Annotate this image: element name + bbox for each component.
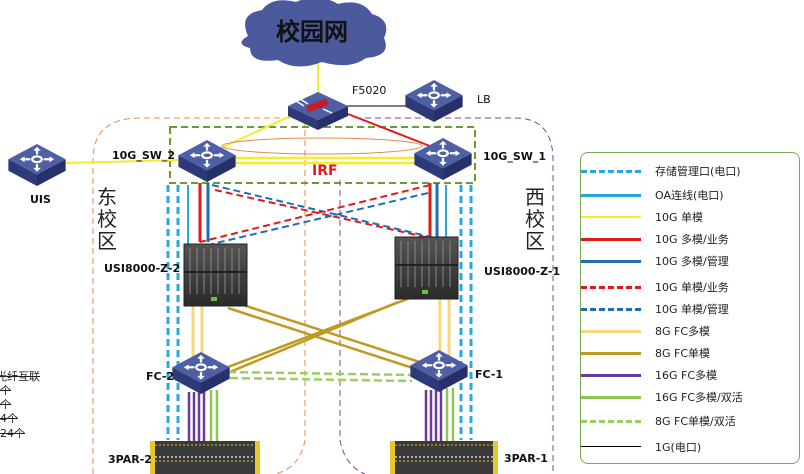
legend-label: 10G 单模/业务 (655, 281, 729, 294)
legend-line-swatch (581, 396, 641, 399)
legend-item: 16G FC多模/双活 (581, 387, 799, 407)
legend-item: 8G FC单模/双活 (581, 411, 799, 431)
west-campus-zone-bottom (339, 180, 366, 474)
storage-array-2 (150, 441, 260, 474)
side-note: 4个 (0, 412, 18, 425)
fc-switch-1 (410, 350, 468, 392)
fc-switch-1-label: FC-1 (475, 368, 504, 381)
west-campus-label: 西 校 区 (524, 186, 546, 252)
legend-line-swatch (581, 446, 641, 447)
legend-line-swatch (581, 352, 641, 355)
west-campus-char: 西 (525, 185, 545, 209)
storage-array-2-label: 3PAR-2 (108, 453, 152, 466)
east-campus-zone-bottom (274, 120, 306, 474)
legend-line-swatch (581, 216, 641, 218)
west-campus-zone-outline (355, 117, 554, 474)
legend-item: 8G FC单模 (581, 343, 799, 363)
legend-line-swatch (581, 194, 641, 197)
legend-item: 10G 多模/业务 (581, 229, 799, 249)
legend-line-swatch (581, 420, 641, 423)
legend-item: 10G 单模 (581, 207, 799, 227)
blade-server-1-label: USI8000-Z-1 (484, 265, 561, 278)
legend-line-swatch (581, 238, 641, 241)
irf-label: IRF (312, 163, 338, 179)
lb-switch (405, 80, 463, 122)
east-campus-zone-outline (92, 117, 330, 474)
firewall-label: F5020 (352, 84, 387, 97)
side-note: 光纤互联 (0, 370, 40, 383)
east-campus-char: 校 (97, 207, 117, 231)
west-campus-char: 校 (525, 207, 545, 231)
side-note: 个 (0, 384, 11, 397)
legend-item: 8G FC多模 (581, 321, 799, 341)
east-campus-char: 区 (97, 229, 117, 253)
core-switch-group-box (169, 126, 476, 184)
legend-line-swatch (581, 170, 641, 173)
campus-network-label: 校园网 (276, 18, 348, 46)
legend-label: 10G 多模/管理 (655, 255, 729, 268)
legend-label: 8G FC单模 (655, 347, 711, 360)
legend-label: 1G(电口) (655, 441, 702, 454)
legend-label: 16G FC多模/双活 (655, 391, 743, 404)
legend-item: 10G 单模/管理 (581, 299, 799, 319)
fc-switch-2-label: FC-2 (146, 370, 175, 383)
legend-line-swatch (581, 260, 641, 263)
blade-server-2-label: USI8000-Z-2 (104, 262, 181, 275)
uis-label: UIS (30, 193, 51, 206)
legend-label: 10G 多模/业务 (655, 233, 729, 246)
legend-line-swatch (581, 308, 641, 311)
legend-line-swatch (581, 330, 641, 333)
storage-array-1 (390, 441, 498, 474)
campus-network-cloud (241, 0, 387, 67)
legend-item: 10G 单模/业务 (581, 277, 799, 297)
legend-line-swatch (581, 286, 641, 289)
blade-server-1 (394, 236, 459, 300)
legend-label: 存储管理口(电口) (655, 165, 741, 178)
legend-line-swatch (581, 374, 641, 377)
east-campus-label: 东 校 区 (96, 186, 118, 252)
legend-item: OA连线(电口) (581, 185, 799, 205)
firewall-device (288, 92, 348, 130)
legend-label: 16G FC多模 (655, 369, 718, 382)
legend: 存储管理口(电口) OA连线(电口) 10G 单模 10G 多模/业务 10G 多模/管… (580, 152, 800, 464)
core-switch-2 (178, 140, 236, 182)
fc-switch-2 (172, 352, 230, 394)
blade-server-2 (183, 243, 248, 307)
storage-array-1-label: 3PAR-1 (504, 452, 548, 465)
legend-label: 10G 单模/管理 (655, 303, 729, 316)
side-note: 个 (0, 398, 11, 411)
legend-label: 10G 单模 (655, 211, 704, 224)
core-switch-2-label: 10G_SW_2 (112, 149, 176, 162)
uis-switch (8, 144, 66, 186)
legend-label: OA连线(电口) (655, 189, 724, 202)
legend-item: 存储管理口(电口) (581, 161, 799, 181)
side-note: 24个 (0, 427, 25, 440)
west-campus-char: 区 (525, 229, 545, 253)
legend-item: 10G 多模/管理 (581, 251, 799, 271)
lb-label: LB (477, 93, 491, 106)
legend-item: 16G FC多模 (581, 365, 799, 385)
legend-item: 1G(电口) (581, 437, 799, 457)
east-campus-char: 东 (97, 185, 117, 209)
legend-label: 8G FC多模 (655, 325, 711, 338)
legend-label: 8G FC单模/双活 (655, 415, 736, 428)
core-switch-1-label: 10G_SW_1 (483, 150, 547, 163)
